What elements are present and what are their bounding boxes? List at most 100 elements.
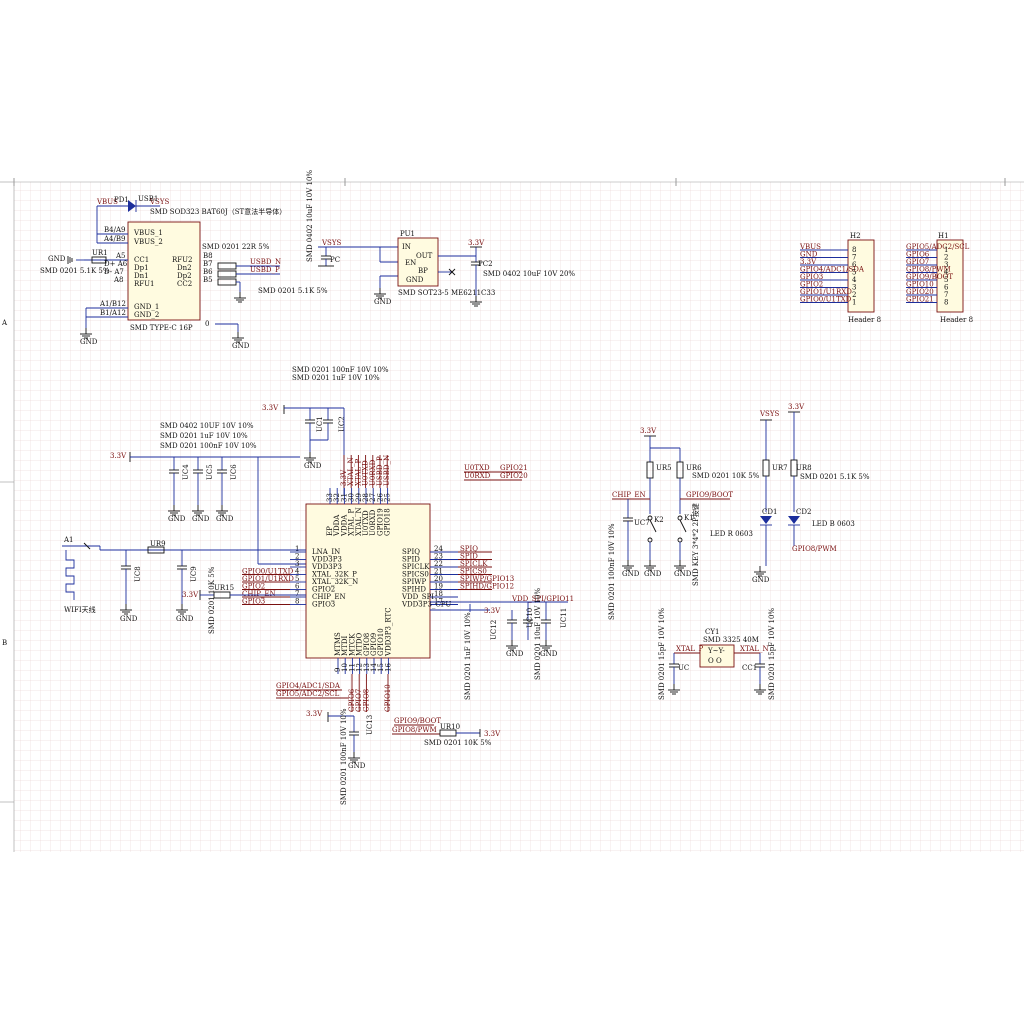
mcu-pin-num: 30	[348, 493, 356, 502]
h2-pin: 6	[852, 261, 857, 269]
svg-text:UC13: UC13	[366, 715, 374, 735]
svg-text:Header 8: Header 8	[848, 316, 881, 324]
svg-text:GPIO8/PWM: GPIO8/PWM	[392, 726, 437, 734]
svg-text:PD1: PD1	[114, 196, 129, 204]
svg-text:GND: GND	[120, 615, 138, 623]
mcu-pin-name: VDDA	[333, 514, 341, 537]
header-h1-body	[936, 239, 964, 313]
svg-text:SMD 0402 10UF 10V 10%: SMD 0402 10UF 10V 10%	[160, 422, 254, 430]
header-h2-body	[847, 239, 875, 313]
svg-text:SMD 0201 1uF 10V 10%: SMD 0201 1uF 10V 10%	[464, 612, 472, 700]
leds-section: VSYS UR7 CD1 LED R 0603 GND 3.3V UR8 SMD…	[710, 403, 870, 584]
h1-net: GPIO10	[906, 281, 934, 289]
diode-desc: SMD SOD323 BAT60J（ST意法半导体）	[150, 207, 286, 216]
svg-text:GND: GND	[80, 338, 98, 346]
crystal-cy1	[699, 644, 735, 668]
svg-text:WIFI天线: WIFI天线	[64, 605, 96, 614]
mcu-pin-name: GPIO18	[384, 508, 392, 536]
svg-text:H1: H1	[938, 232, 949, 240]
svg-text:PU1: PU1	[400, 230, 415, 238]
mcu-bottom-net: GPIO10	[384, 684, 392, 712]
mcu-right-net: SPIQ	[460, 545, 478, 553]
mcu-pin-num: 20	[434, 575, 443, 583]
h2-pin: 7	[852, 254, 856, 262]
h1-net: GPIO21	[906, 296, 934, 304]
h2-net: GND	[800, 251, 818, 259]
svg-text:Dn2: Dn2	[177, 264, 192, 272]
svg-text:CD1: CD1	[762, 508, 777, 516]
svg-text:SMD 3325 40M: SMD 3325 40M	[703, 636, 759, 644]
h2-net: 3.3V	[800, 258, 817, 266]
svg-text:GND_2: GND_2	[134, 311, 159, 319]
svg-text:3.3V: 3.3V	[484, 730, 501, 738]
svg-text:SMD 0201 15pF 10V 10%: SMD 0201 15pF 10V 10%	[768, 608, 776, 700]
svg-text:UC1: UC1	[316, 416, 324, 432]
mcu-top-net: XTAL_N	[347, 457, 355, 486]
svg-text:GND: GND	[540, 650, 558, 658]
mcu-pin-name: GPIO3	[312, 601, 335, 609]
svg-text:GND: GND	[622, 570, 640, 578]
h1-net: GPIO8/PWM	[906, 266, 951, 274]
mcu-pin-name: SPIQ	[402, 548, 420, 556]
mcu-pin-num: 13	[363, 663, 371, 672]
mcu-pin-name: GPIO2	[312, 586, 335, 594]
svg-text:Dp2: Dp2	[177, 272, 192, 280]
svg-text:GND: GND	[348, 762, 366, 770]
svg-text:GPIO21: GPIO21	[500, 464, 528, 472]
svg-text:GPIO9/BOOT: GPIO9/BOOT	[686, 491, 733, 499]
svg-text:SMD 0201 5.1K 5%: SMD 0201 5.1K 5%	[258, 287, 328, 295]
svg-text:SMD KEY 3*4*2 2P按键: SMD KEY 3*4*2 2P按键	[691, 503, 700, 586]
svg-text:GND: GND	[674, 570, 692, 578]
mcu-pin-num: 33	[326, 493, 334, 502]
mcu-pin-name: GPIO10	[377, 628, 385, 656]
mcu-pin-num: 23	[434, 553, 443, 561]
h2-net: GPIO2	[800, 281, 823, 289]
mcu-pin-name: EP	[326, 526, 334, 536]
svg-text:GND: GND	[304, 462, 322, 470]
h1-pin: 2	[944, 254, 948, 262]
svg-text:CD2: CD2	[796, 508, 811, 516]
svg-text:UC5: UC5	[206, 464, 214, 480]
h2-net: GPIO1/U1RXD	[800, 288, 852, 296]
net-3v3-ldo: 3.3V	[468, 239, 485, 247]
svg-text:Header 8: Header 8	[940, 316, 973, 324]
svg-text:GND: GND	[192, 515, 210, 523]
mcu-pin-num: 32	[333, 493, 341, 502]
svg-text:SMD 0201 100nF 10V 10%: SMD 0201 100nF 10V 10%	[340, 708, 348, 805]
mcu-left-net: GPIO3	[242, 598, 265, 606]
h1-pin: 4	[944, 269, 949, 277]
zone-b: B	[2, 639, 7, 647]
rf-section: A1 WIFI天线 GND UC8 UR9 GND UC9 3.3V UR15 …	[62, 536, 306, 634]
mcu-pin-name: SPIHD	[402, 586, 426, 594]
mcu-pin-num: 18	[434, 590, 443, 598]
led-cd1	[760, 516, 772, 524]
net-vsys: VSYS	[149, 198, 169, 206]
svg-text:GPIO20: GPIO20	[500, 472, 528, 480]
mcu-pin-num: 28	[362, 493, 370, 502]
svg-text:UC: UC	[678, 664, 689, 672]
svg-text:SMD 0201 10K 5%: SMD 0201 10K 5%	[424, 739, 492, 747]
svg-text:A5: A5	[115, 252, 126, 260]
h2-pin: 3	[852, 284, 856, 292]
svg-text:SMD 0201 5.1K 5%: SMD 0201 5.1K 5%	[40, 267, 110, 275]
svg-text:B4/A9: B4/A9	[104, 226, 125, 234]
mcu-pin-name: VDD3P3_RTC	[384, 607, 392, 657]
svg-text:GPIO9/BOOT: GPIO9/BOOT	[394, 717, 441, 725]
svg-text:IN: IN	[402, 243, 411, 251]
mcu-pin-num: 17	[434, 598, 443, 606]
svg-text:CC1: CC1	[134, 256, 149, 264]
svg-text:SMD 0201 15pF 10V 10%: SMD 0201 15pF 10V 10%	[658, 608, 666, 700]
h1-net: GPIO20	[906, 288, 934, 296]
h1-pin: 6	[944, 284, 949, 292]
h1-net: GPIO6	[906, 251, 930, 259]
net-3v3-top: 3.3V	[262, 404, 279, 412]
svg-text:PC: PC	[330, 256, 340, 264]
mcu-pin-name: XTAL_32K_N	[312, 578, 358, 586]
svg-text:GND_1: GND_1	[134, 303, 159, 311]
mcu-pin-num: 16	[384, 663, 392, 672]
mcu-pin-name: U0TXD	[362, 510, 370, 536]
mcu-pin-name: MTMS	[334, 632, 342, 656]
mcu-right-net: SPID	[460, 553, 478, 561]
svg-text:D- A7: D- A7	[104, 268, 124, 276]
h1-pin: 5	[944, 276, 948, 284]
